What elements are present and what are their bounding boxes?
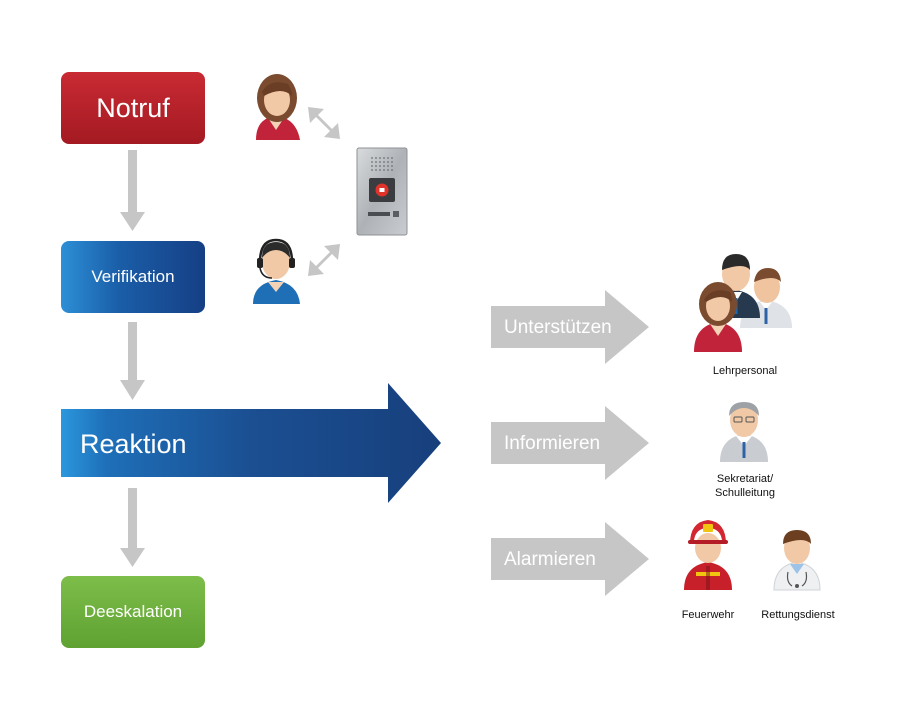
double-arrow-caller-intercom xyxy=(308,107,340,139)
arrow-unterstuetzen xyxy=(491,290,649,364)
action-alarmieren-label: Alarmieren xyxy=(504,549,596,570)
sekretariat-label-line1: Sekretariat/ xyxy=(716,473,774,485)
reaktion-label: Reaktion xyxy=(80,429,187,459)
arrow-alarmieren xyxy=(491,522,649,596)
lehrpersonal-label: Lehrpersonal xyxy=(712,365,778,377)
action-informieren-label: Informieren xyxy=(504,433,601,454)
action-unterstuetzen-label: Unterstützen xyxy=(504,317,612,338)
arrow-informieren xyxy=(491,406,649,480)
rettungsdienst-label: Rettungsdienst xyxy=(761,609,835,621)
arrow-notruf-to-verifikation xyxy=(120,150,145,231)
step-deeskalation: Deeskalation xyxy=(61,576,205,648)
sekretariat-label-line2: Schulleitung xyxy=(715,487,775,499)
step-verifikation-label: Verifikation xyxy=(91,267,175,286)
step-notruf-label: Notruf xyxy=(96,92,170,123)
step-deeskalation-label: Deeskalation xyxy=(83,602,183,621)
step-notruf: Notruf xyxy=(61,72,205,144)
arrow-reaktion-to-deeskalation xyxy=(120,488,145,567)
step-verifikation: Verifikation xyxy=(61,241,205,313)
arrow-verifikation-to-reaktion xyxy=(120,322,145,400)
double-arrow-operator-intercom xyxy=(308,244,340,276)
feuerwehr-label: Feuerwehr xyxy=(681,609,735,621)
